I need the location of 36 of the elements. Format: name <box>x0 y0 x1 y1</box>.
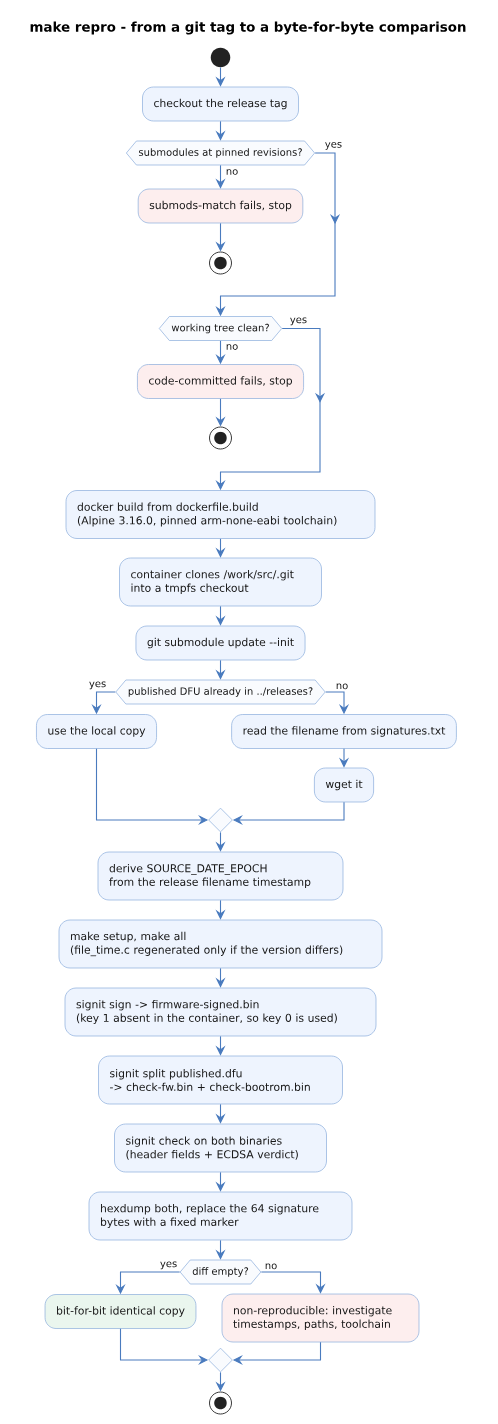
edge-label: no <box>335 682 349 690</box>
merge-diamond <box>208 1347 233 1373</box>
action-box: make setup, make all (file_time.c regenerated only if the version differs) <box>58 919 383 969</box>
decision-hexagon: submodules at pinned revisions? <box>126 140 315 166</box>
action-box: read the filename from signatures.txt <box>231 714 457 749</box>
end-circle <box>209 1391 232 1415</box>
end-circle <box>209 251 232 275</box>
end-circle <box>209 426 232 450</box>
action-box: git submodule update --init <box>135 625 306 661</box>
edge-label: yes <box>88 680 107 690</box>
edge-label: no <box>225 343 239 351</box>
edge-label: yes <box>324 141 343 151</box>
decision-hexagon: published DFU already in ../releases? <box>115 679 326 705</box>
action-box: non-reproducible: investigate timestamps, paths, toolchain <box>221 1293 420 1343</box>
edge-label: no <box>264 1262 278 1270</box>
action-box: hexdump both, replace the 64 signature bytes with a fixed marker <box>88 1191 353 1241</box>
action-box: use the local copy <box>36 714 157 749</box>
action-box: signit split published.dfu -> check-fw.bin + check-bootrom.bin <box>98 1055 343 1105</box>
action-box: bit-for-bit identical copy <box>44 1294 197 1329</box>
merge-diamond <box>208 807 233 833</box>
title: make repro - from a git tag to a byte-for-byte comparison <box>30 21 466 35</box>
action-box: wget it <box>314 767 374 803</box>
action-box: signit check on both binaries (header fields + ECDSA verdict) <box>114 1123 327 1173</box>
action-box: signit sign -> firmware-signed.bin (key 1 absent in the container, so key 0 is used) <box>64 987 377 1037</box>
decision-hexagon: diff empty? <box>179 1259 262 1285</box>
action-box: derive SOURCE_DATE_EPOCH from the release filename timestamp <box>97 851 344 901</box>
edge-label: yes <box>159 1260 178 1270</box>
start-dot <box>210 47 231 68</box>
action-box: code-committed fails, stop <box>137 364 304 399</box>
decision-hexagon: working tree clean? <box>158 316 283 341</box>
edge-label: no <box>225 168 239 176</box>
action-box: checkout the release tag <box>142 86 299 122</box>
action-box: docker build from dockerfile.build (Alpine 3.16.0, pinned arm-none-eabi toolchain) <box>65 490 376 539</box>
action-box: submods-match fails, stop <box>137 188 304 224</box>
edge-label: yes <box>289 316 308 326</box>
action-box: container clones /work/src/.git into a tmpfs checkout <box>119 557 322 607</box>
